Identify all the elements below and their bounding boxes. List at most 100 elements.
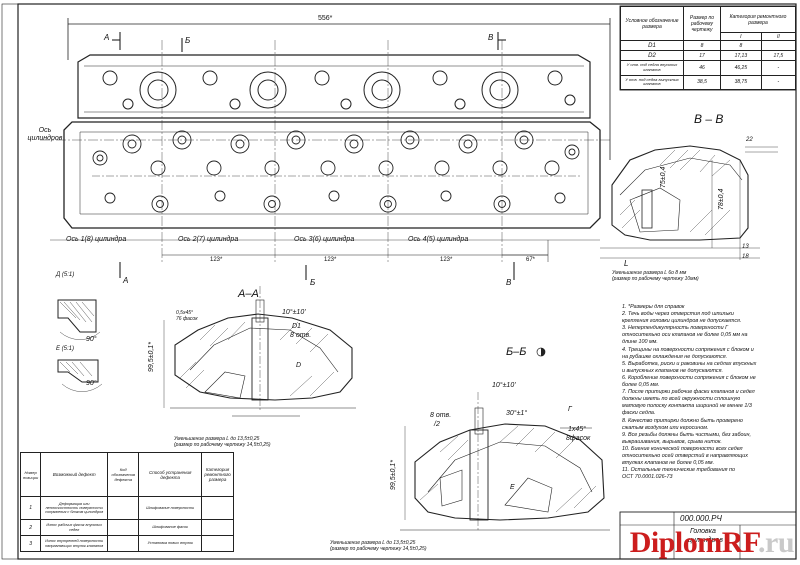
section-bb-chamfer: 1х45° (568, 426, 586, 433)
section-marker-a-bottom: А (123, 276, 129, 285)
section-bb-drawing (400, 347, 610, 531)
section-aa-note-1: Уменьшение размера L до 13,5±0,25 (174, 436, 260, 442)
section-aa-holes: 8 отв. (290, 332, 312, 339)
section-vv-dim-75: 75±0,4 (660, 166, 667, 188)
overall-length-dim: 556* (318, 15, 333, 22)
title-block-name-2: цилиндров (688, 537, 723, 544)
section-vv-dim-18: 18 (742, 254, 749, 260)
section-marker-a-top: А (104, 33, 110, 42)
note-line: фаски седла. (622, 410, 656, 417)
defects-cell: Деформация или неплоскостность поверхнос… (40, 495, 109, 521)
detail-d-angle: 90° (86, 336, 97, 343)
spacing-dim-c: 123* (440, 257, 453, 263)
detail-e-label: Е (5:1) (56, 346, 75, 352)
defects-cell: 1 (19, 495, 42, 521)
repair-col-nominal: Размер по рабочему чертежу (683, 6, 721, 41)
defects-cell: Шлифование поверхности (138, 495, 203, 521)
defects-header-cell: Возможный дефект (40, 452, 109, 497)
section-bb-title: Б–Б (506, 346, 527, 358)
note-line: 4. Трещины на поверхности сопряжения с б… (622, 346, 754, 353)
plan-view (40, 18, 612, 280)
note-line: более 0,05 мм. (622, 382, 660, 389)
repair-category-2: II (760, 32, 797, 41)
repair-row-name: У отв. под седла впускных клапанов (620, 60, 684, 76)
defects-cell: 3 (19, 535, 42, 552)
section-vv-note-2: (размер по рабочему чертежу 10мм) (612, 276, 699, 282)
title-block-name-1: Головка (690, 528, 716, 535)
section-bb-note-1: Уменьшение размера L до 13,5±0,25 (330, 540, 416, 546)
defects-cell (107, 495, 140, 521)
title-block-code: 000.000.РЧ (680, 514, 722, 523)
spacing-dim-b: 123* (324, 257, 337, 263)
defects-header-cell: Номер позиции (19, 452, 42, 497)
section-aa-d1: D1 (292, 323, 301, 330)
detail-e-drawing (57, 359, 103, 392)
section-marker-v-top: В (488, 33, 494, 42)
defects-header-cell: Категория ремонтного размера (201, 452, 234, 497)
section-marker-b-bottom: Б (310, 278, 316, 287)
watermark-part: Diplom (629, 526, 723, 559)
defects-cell (201, 495, 234, 521)
technical-notes: 1. *Размеры для справок 2. Течь воды чер… (622, 304, 756, 481)
note-line: 11. Остальные технические требования по (622, 467, 735, 474)
repair-row-cat1: 38,75 (720, 74, 762, 91)
note-line: 5. Выработка, риски и раковины на седлах… (622, 360, 757, 367)
section-aa-drawing (163, 286, 356, 417)
repair-category-1: I (720, 32, 762, 41)
cylinder-axis-1: Ось 1(8) цилиндра (66, 236, 127, 243)
defects-cell: Шлифование фасок (138, 519, 203, 537)
section-marker-b-top: Б (185, 36, 191, 45)
repair-row-cat2 (760, 39, 797, 52)
defects-cell (201, 519, 234, 537)
section-aa-height: 99,5±0,1* (148, 342, 155, 372)
section-vv-title: В – В (694, 112, 724, 126)
section-marker-v-bottom: В (506, 278, 512, 287)
repair-row-nominal: 8 (683, 39, 721, 52)
note-line: сжатым воздухом или керосином. (622, 424, 709, 431)
repair-row-cat1: 46,25 (720, 60, 762, 76)
note-line: крепления головки цилиндров не допускает… (622, 318, 742, 325)
section-bb-note-2: (размер по рабочему чертежу 14,5±0,25) (330, 546, 427, 552)
note-line: на рубашке охлаждения не допускаются. (622, 353, 728, 360)
note-line: втулках клапанов не более 0,05 мм. (622, 460, 715, 467)
section-vv-note-1: Уменьшение размера L 6о 8 мм (612, 270, 687, 276)
watermark-logo: DiplomRF.ru (629, 526, 795, 560)
section-bb-g-label: Г (568, 406, 572, 413)
section-vv-letter: L (624, 259, 629, 268)
section-aa-title: А–А (238, 288, 259, 300)
repair-size-table: Условное обозначение размера Размер по р… (620, 6, 797, 91)
cylinder-axis-label: Ось цилиндров (27, 127, 63, 142)
note-line: 3. Неперпендикулярность поверхности Г (622, 325, 729, 332)
section-aa-chamfer-count: 76 фасок (176, 316, 198, 322)
section-bb-angle-1: 10°±10' (492, 382, 516, 389)
defects-cell (201, 535, 234, 552)
section-vv-dim-13: 13 (742, 244, 749, 250)
repair-row-cat1: 17,13 (720, 50, 762, 62)
note-line: 7. После притирки рабочие фаски клапанов… (622, 389, 755, 396)
note-line: ОСТ 70.0001.026-73 (622, 474, 673, 481)
repair-row-cat2: - (760, 74, 797, 91)
watermark-domain: .ru (758, 526, 795, 559)
defects-cell: Износ рабочих фасок впускных седел (40, 519, 109, 537)
section-aa-d-label: D (296, 362, 302, 369)
defects-cell: 2 (19, 519, 42, 537)
section-vv-dim-78: 78±0,4 (718, 188, 725, 210)
detail-e-angle: 90° (86, 380, 97, 387)
defects-cell: Износ внутренней поверхности направляющи… (40, 535, 109, 552)
repair-row-name: D2 (620, 50, 684, 62)
note-line: 2. Течь воды через отверстия под шпильки (622, 311, 734, 318)
note-line: выкрашивания, вырывов, срыва ниток. (622, 438, 722, 445)
section-bb-height: 99,5±0,1* (390, 460, 397, 490)
section-vv-drawing (600, 145, 778, 260)
defects-header-cell: Код обозначения дефекта (107, 452, 140, 497)
note-line: должны иметь по всей окружности сплошную (622, 396, 741, 403)
detail-d-drawing (57, 299, 101, 340)
note-line: 10. Биение конической поверхности всех с… (622, 445, 743, 452)
repair-col-category: Категория ремонтного размера (720, 6, 796, 33)
repair-row-nominal: 46 (683, 60, 721, 76)
defects-cell: Установка новых втулок (138, 535, 203, 552)
repair-row-name: D1 (620, 39, 684, 52)
section-bb-angle-2: 30°±1° (506, 410, 528, 417)
